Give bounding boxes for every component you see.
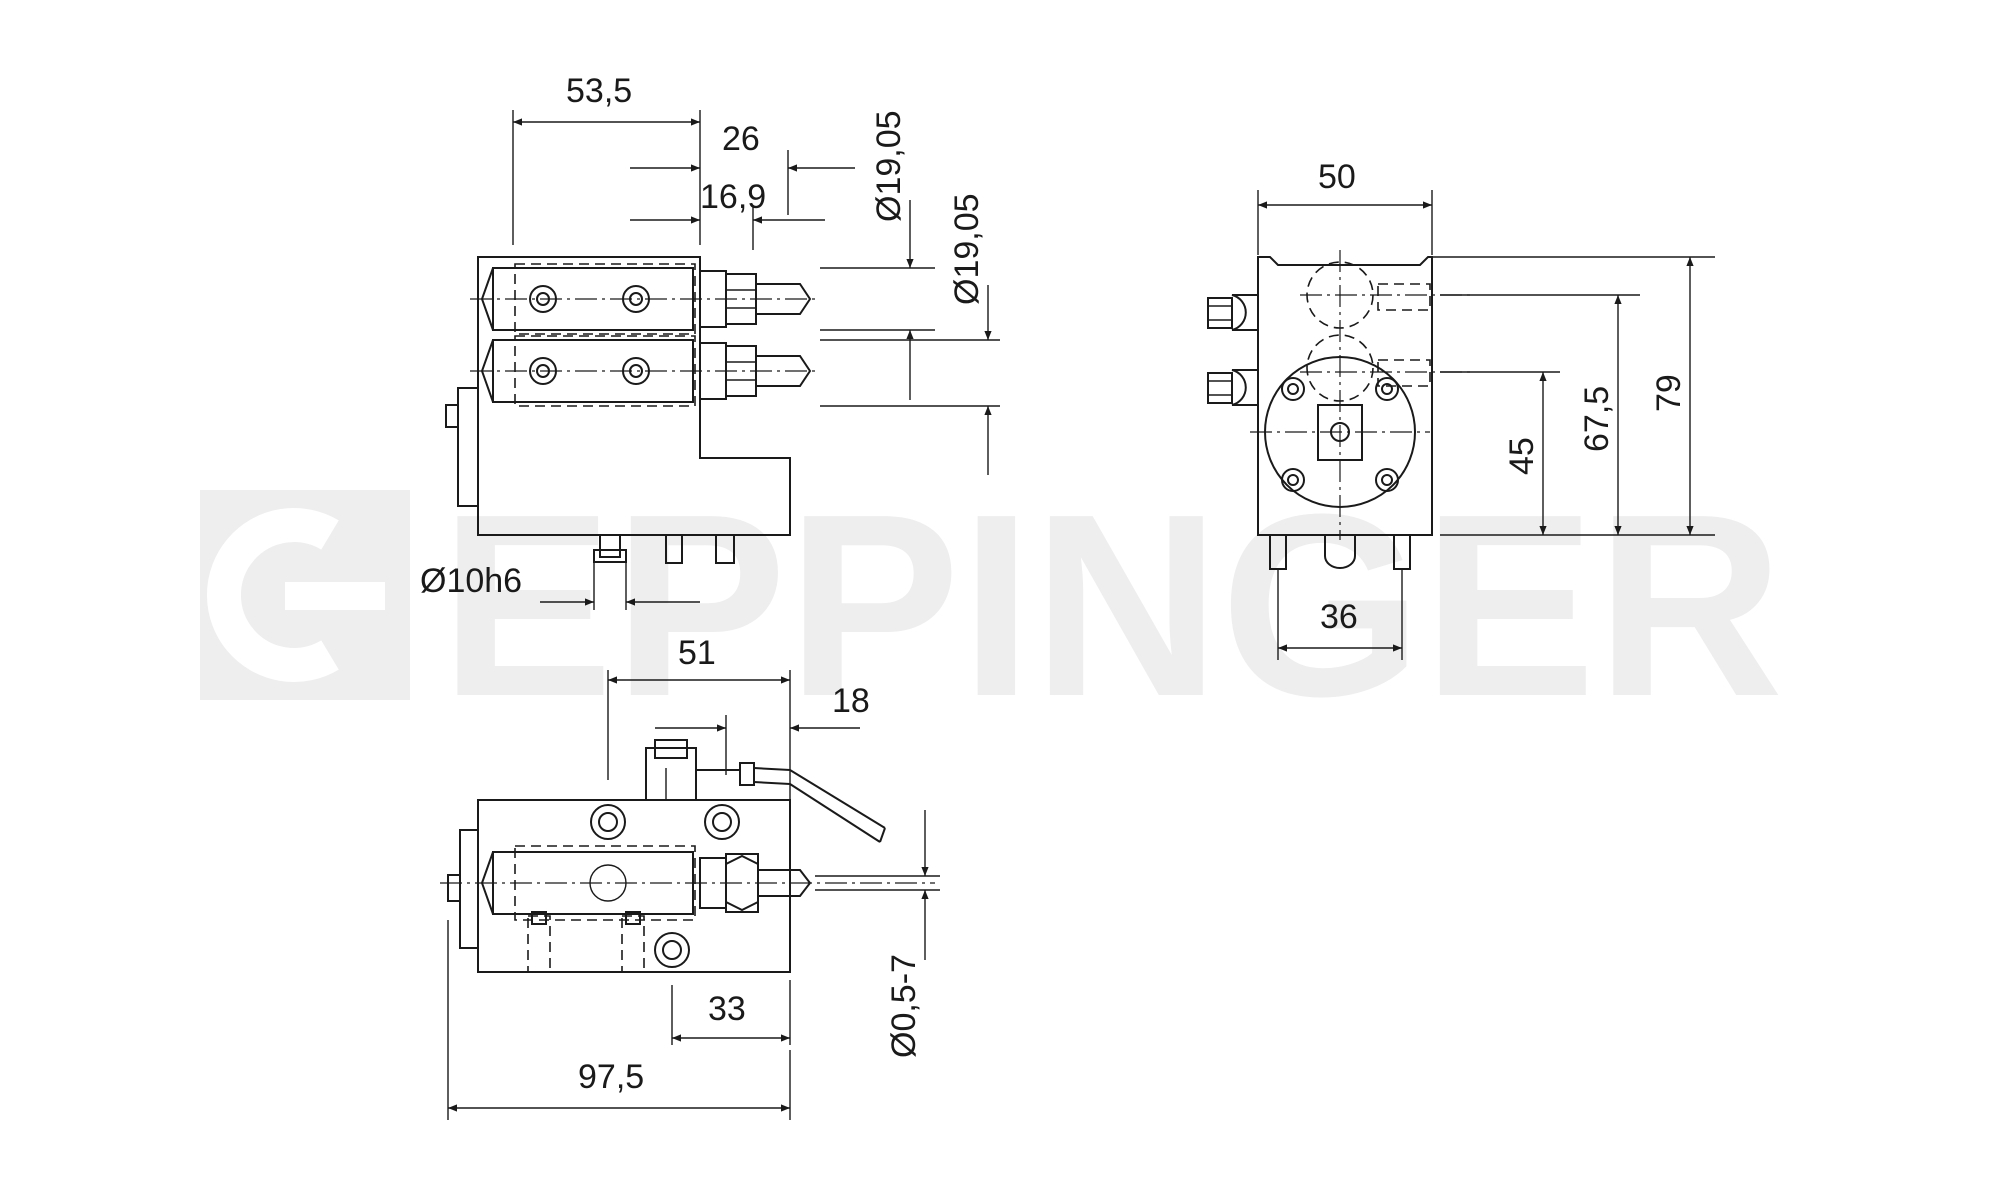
front-view-dimensions: 53,5 26 16,9 Ø19,05 Ø19,05 Ø10h6 [420, 72, 1000, 610]
top-view-dimensions: 51 18 Ø0,5-7 33 97,5 [447, 634, 940, 1120]
top-view [440, 739, 935, 973]
side-view-dimensions: 50 79 67,5 45 36 [1257, 158, 1715, 660]
dim-16-9: 16,9 [700, 178, 766, 216]
dim-79: 79 [1650, 374, 1688, 412]
dim-50: 50 [1318, 158, 1356, 196]
dim-51: 51 [678, 634, 716, 672]
dim-33: 33 [708, 990, 746, 1028]
dim-dia-10h6: Ø10h6 [420, 562, 522, 600]
dim-26: 26 [722, 120, 760, 158]
dim-dia-19-05-b: Ø19,05 [948, 193, 986, 305]
watermark-text: EPPINGER [440, 461, 1784, 751]
dim-dia-0-5-7: Ø0,5-7 [885, 954, 923, 1058]
side-view [1207, 250, 1470, 570]
dim-18: 18 [832, 682, 870, 720]
watermark: EPPINGER [200, 461, 1784, 751]
dim-45: 45 [1503, 437, 1541, 475]
front-view [445, 256, 820, 564]
watermark-logo-icon [200, 490, 410, 700]
dim-67-5: 67,5 [1578, 386, 1616, 452]
dim-36: 36 [1320, 598, 1358, 636]
dim-97-5: 97,5 [578, 1058, 644, 1096]
dim-dia-19-05-a: Ø19,05 [870, 110, 908, 222]
dim-53-5: 53,5 [566, 72, 632, 110]
